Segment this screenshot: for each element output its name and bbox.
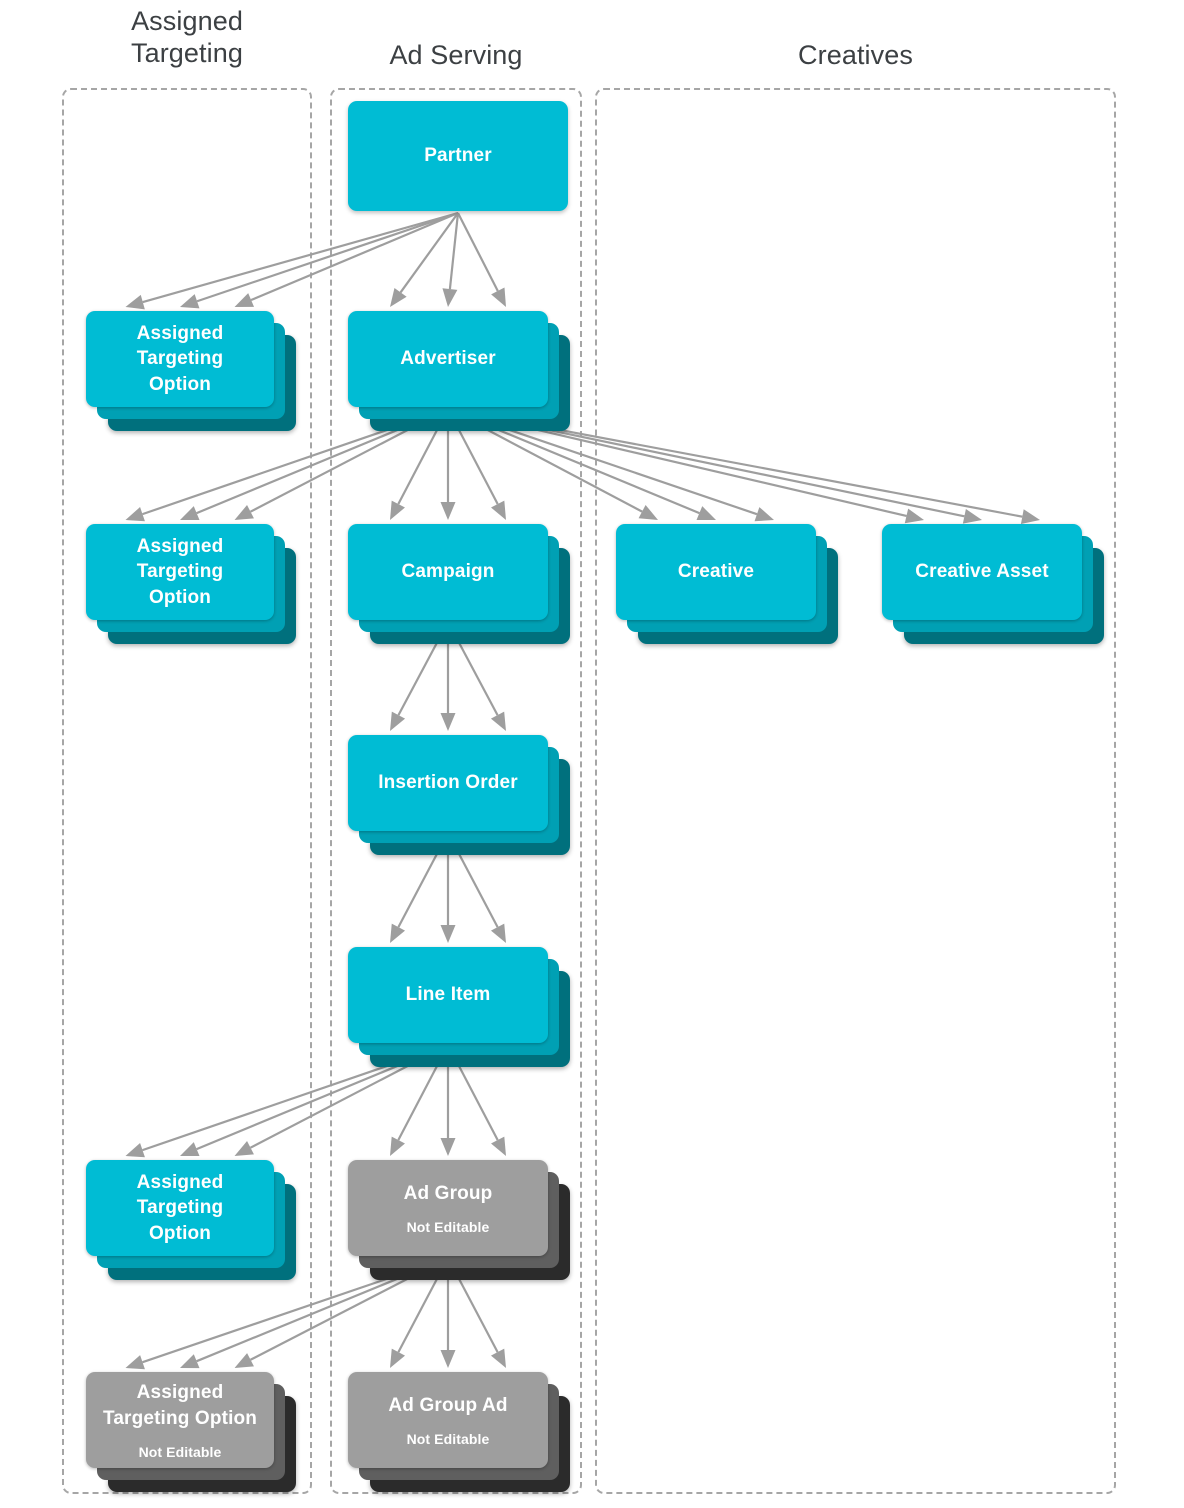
card-front-campaign[interactable]: Campaign xyxy=(348,524,548,620)
node-assigned-targeting-option-advertiser[interactable]: Assigned Targeting Option xyxy=(86,524,296,644)
card-front-advertiser[interactable]: Advertiser xyxy=(348,311,548,407)
node-partner[interactable]: Partner xyxy=(348,101,568,211)
node-title: Ad Group Ad xyxy=(388,1394,508,1416)
node-subtitle: Not Editable xyxy=(138,1443,222,1460)
node-title: Assigned Targeting Option xyxy=(136,536,224,608)
node-creative-asset[interactable]: Creative Asset xyxy=(882,524,1104,644)
column-container-creatives xyxy=(595,88,1116,1494)
node-title: Insertion Order xyxy=(378,772,518,794)
node-title: Advertiser xyxy=(400,348,496,370)
node-title: Campaign xyxy=(401,561,495,583)
column-header-assigned-targeting: Assigned Targeting xyxy=(131,6,243,68)
node-title: Assigned Targeting Option xyxy=(136,323,224,395)
card-front-partner[interactable]: Partner xyxy=(348,101,568,211)
card-front-line-item[interactable]: Line Item xyxy=(348,947,548,1043)
node-subtitle: Not Editable xyxy=(406,1219,490,1236)
node-subtitle: Not Editable xyxy=(406,1431,490,1448)
node-insertion-order[interactable]: Insertion Order xyxy=(348,735,570,855)
card-front-assigned-targeting-option-partner[interactable]: Assigned Targeting Option xyxy=(86,311,274,407)
node-ad-group-ad[interactable]: Ad Group Ad Not Editable xyxy=(348,1372,570,1492)
node-creative[interactable]: Creative xyxy=(616,524,838,644)
column-container-ad-serving xyxy=(330,88,582,1494)
node-assigned-targeting-option-partner[interactable]: Assigned Targeting Option xyxy=(86,311,296,431)
node-title: Assigned Targeting Option xyxy=(102,1382,258,1429)
card-front-creative[interactable]: Creative xyxy=(616,524,816,620)
node-title: Partner xyxy=(424,145,492,167)
node-title: Creative Asset xyxy=(915,561,1049,583)
column-container-assigned-targeting xyxy=(62,88,312,1494)
card-front-creative-asset[interactable]: Creative Asset xyxy=(882,524,1082,620)
node-title: Line Item xyxy=(405,984,491,1006)
node-title: Creative xyxy=(677,561,755,583)
card-front-ad-group-ad[interactable]: Ad Group Ad Not Editable xyxy=(348,1372,548,1468)
card-front-assigned-targeting-option-advertiser[interactable]: Assigned Targeting Option xyxy=(86,524,274,620)
node-line-item[interactable]: Line Item xyxy=(348,947,570,1067)
card-front-assigned-targeting-option-lineitem[interactable]: Assigned Targeting Option xyxy=(86,1160,274,1256)
node-title: Ad Group xyxy=(403,1182,493,1204)
node-advertiser[interactable]: Advertiser xyxy=(348,311,570,431)
node-assigned-targeting-option-lineitem[interactable]: Assigned Targeting Option xyxy=(86,1160,296,1280)
column-header-ad-serving: Ad Serving xyxy=(389,40,523,70)
node-title: Assigned Targeting Option xyxy=(136,1172,224,1244)
card-front-insertion-order[interactable]: Insertion Order xyxy=(348,735,548,831)
column-header-creatives: Creatives xyxy=(798,40,913,70)
node-campaign[interactable]: Campaign xyxy=(348,524,570,644)
